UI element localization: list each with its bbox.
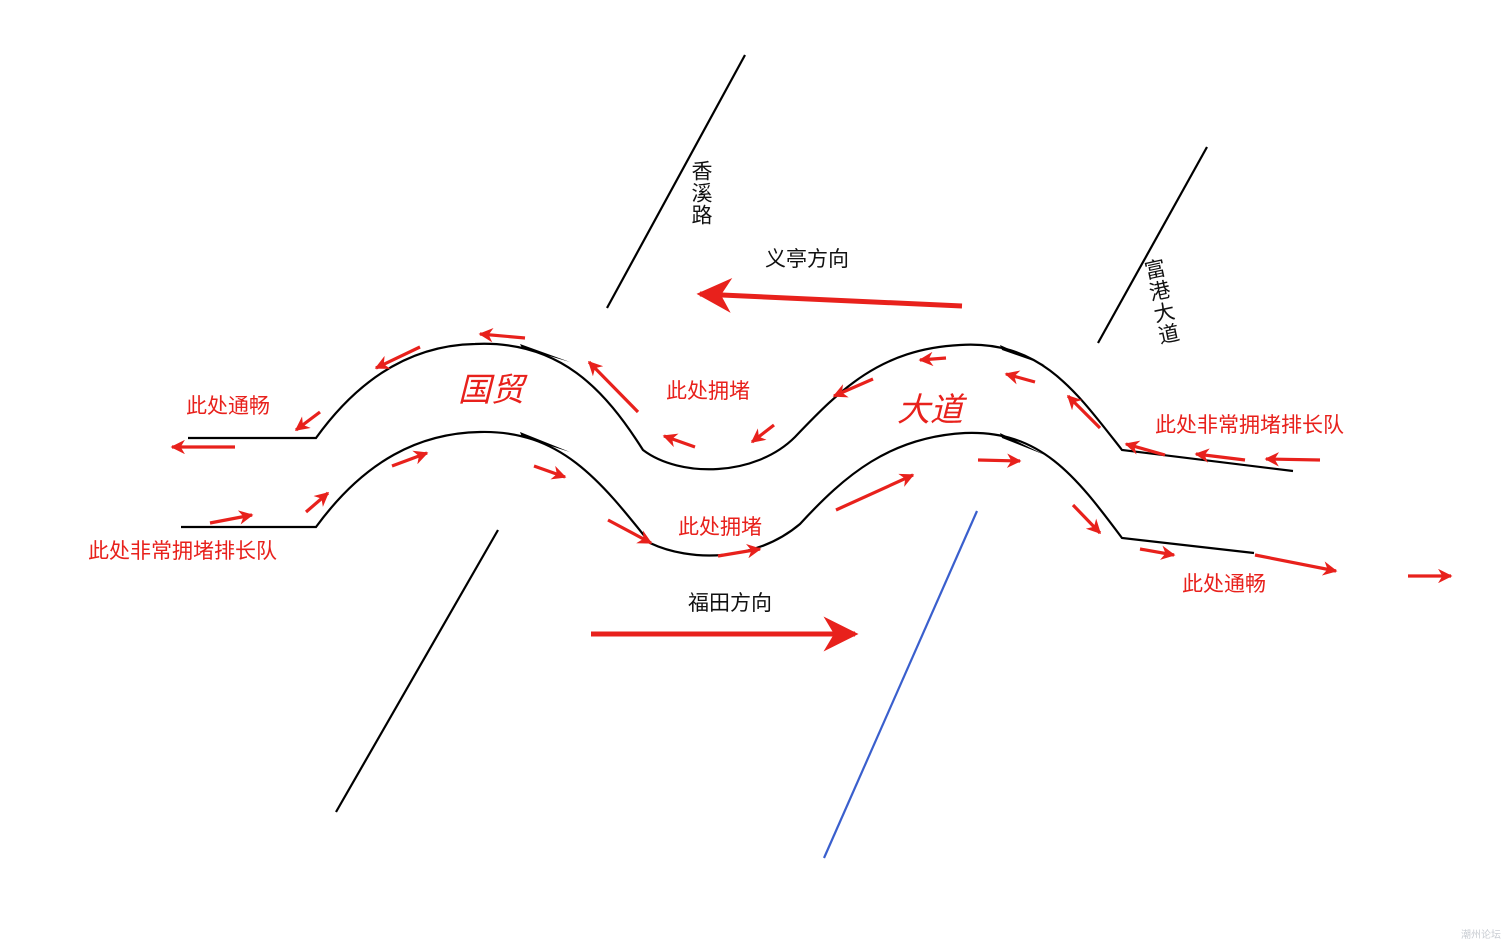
xiangxi-road-label: 香溪路: [689, 160, 713, 226]
curve-accent-2: [520, 432, 570, 452]
flow-arrow: [391, 450, 429, 468]
flow-arrow: [478, 327, 526, 343]
westbound-flow-arrows: [170, 327, 1321, 467]
eastbound-flow-arrows: [209, 450, 1453, 584]
guomao-label: 国贸: [458, 370, 524, 409]
flow-arrow: [835, 473, 915, 512]
flow-arrow: [750, 423, 775, 444]
yiting-direction-arrow: [696, 277, 963, 313]
flow-arrow: [374, 345, 421, 370]
flow-arrow: [1066, 394, 1102, 430]
flow-arrow: [533, 464, 567, 480]
mid-bottom-status-label: 此处拥堵: [678, 515, 762, 539]
fugang-avenue-line: [1097, 146, 1208, 344]
right-top-status-label: 此处非常拥堵排长队: [1155, 413, 1344, 437]
flow-arrow: [1071, 503, 1102, 535]
flow-arrow: [1124, 440, 1166, 457]
left-top-status-label: 此处通畅: [186, 394, 270, 418]
lower-left-street-line: [335, 529, 499, 813]
flow-arrow: [662, 433, 696, 449]
flow-arrow: [607, 518, 653, 545]
futian-direction-label: 福田方向: [688, 591, 772, 615]
flow-arrow: [918, 351, 947, 367]
curve-accent-1: [520, 344, 570, 362]
right-bottom-status-label: 此处通畅: [1182, 572, 1266, 596]
dadao-label: 大道: [897, 390, 963, 429]
xiangxi-road-line: [606, 54, 746, 309]
left-bottom-status-label: 此处非常拥堵排长队: [88, 539, 277, 563]
flow-arrow: [717, 544, 762, 559]
mid-top-status-label: 此处拥堵: [666, 379, 750, 403]
flow-arrow: [1139, 545, 1176, 560]
flow-arrow: [1264, 452, 1321, 467]
watermark: 潮州论坛: [1461, 930, 1501, 941]
flow-arrow: [209, 510, 254, 525]
flow-arrow: [587, 360, 640, 414]
flow-arrow: [977, 453, 1022, 468]
flow-arrow: [1254, 553, 1338, 576]
curve-accent-3: [1000, 345, 1045, 365]
curve-accent-4: [1000, 433, 1045, 455]
main-road-upper-edge: [188, 342, 1294, 473]
flow-arrow: [304, 491, 330, 514]
lower-right-street-line: [822, 510, 979, 859]
flow-arrow: [294, 410, 321, 432]
flow-arrow: [1004, 370, 1036, 385]
yiting-direction-label: 义亭方向: [765, 247, 849, 271]
flow-arrow: [832, 377, 874, 398]
flow-arrow: [1194, 448, 1246, 463]
